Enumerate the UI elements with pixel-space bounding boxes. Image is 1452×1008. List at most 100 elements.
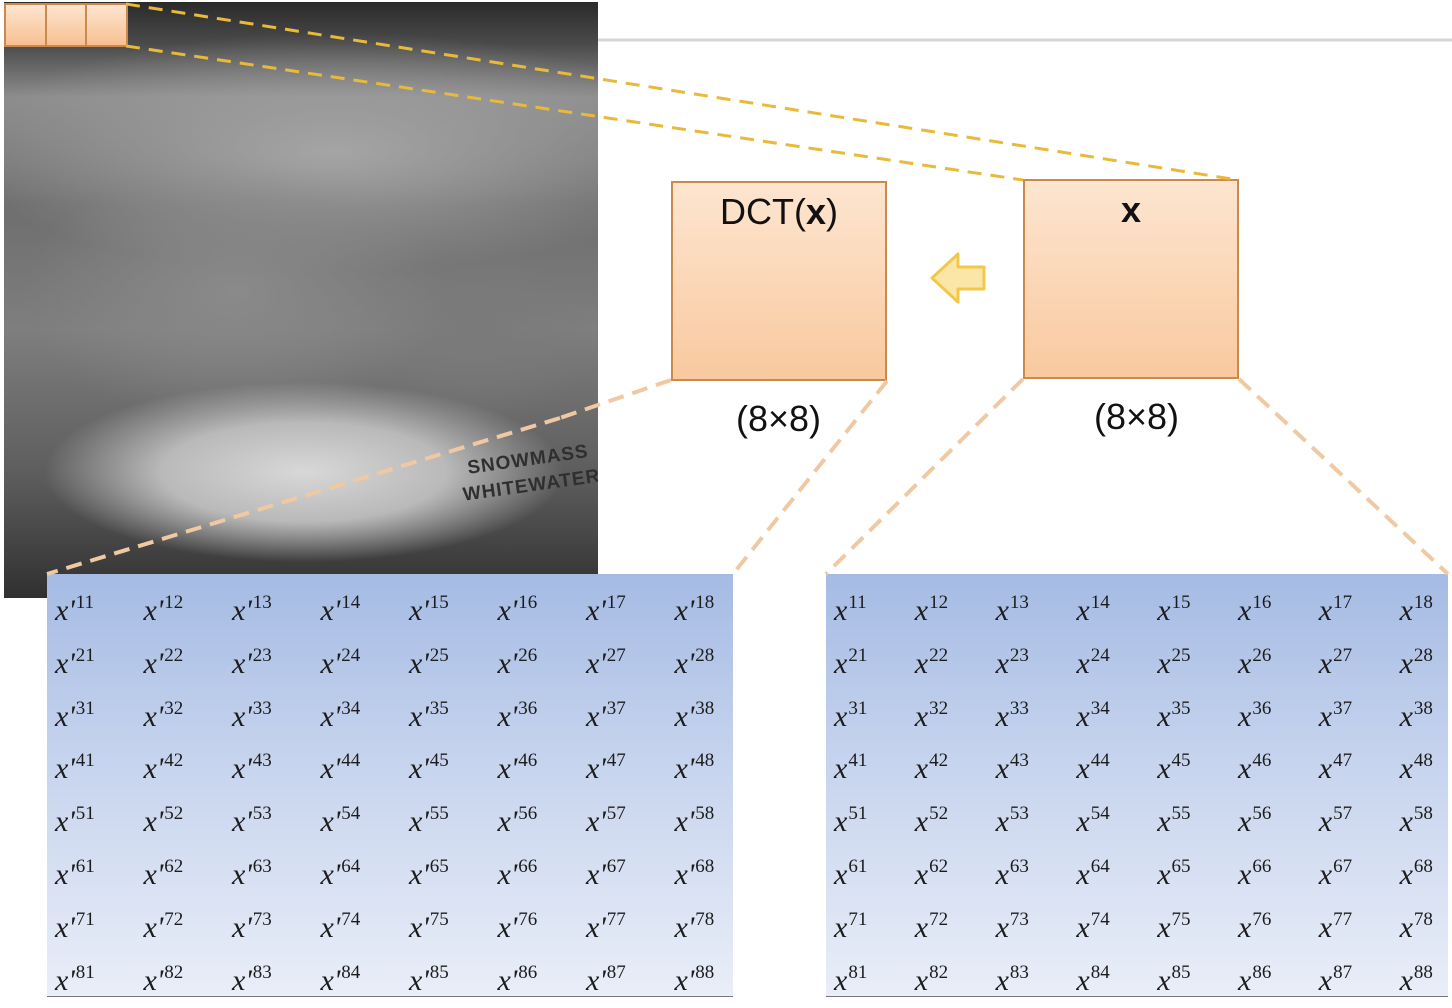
- matrix-left-cell: x'13: [232, 592, 272, 627]
- matrix-right-cell: x45: [1157, 750, 1191, 786]
- matrix-right-cell: x38: [1399, 697, 1433, 733]
- matrix-left-cell: x'86: [497, 961, 538, 997]
- matrix-left-cell: x'28: [674, 644, 715, 680]
- matrix-right-cell: x82: [914, 961, 949, 997]
- matrix-left-cell: x'85: [409, 961, 449, 997]
- matrix-right-cell: x65: [1157, 856, 1191, 891]
- matrix-left-cell: x'48: [674, 750, 715, 786]
- matrix-left-cell: x'15: [409, 592, 449, 627]
- matrix-right-cell: x28: [1399, 644, 1433, 680]
- matrix-right-cell: x63: [995, 856, 1029, 891]
- matrix-left-cell: x'12: [143, 592, 184, 627]
- matrix-left-cell: x'26: [497, 644, 538, 680]
- matrix-left-cell: x'68: [674, 856, 715, 891]
- matrix-left-cell: x'11: [55, 592, 95, 627]
- matrix-right-cell: x85: [1157, 961, 1191, 997]
- dct-block-label: DCT(x): [719, 191, 838, 232]
- matrix-right-cell: x78: [1399, 908, 1433, 944]
- matrix-left-cell: x'33: [232, 697, 272, 733]
- x-size-label: (8×8): [1094, 396, 1180, 437]
- matrix-right-cell: x55: [1157, 803, 1191, 839]
- matrix-right-cell: x18: [1399, 592, 1433, 627]
- matrix-right-cell: x64: [1076, 856, 1110, 891]
- dct-block: DCT(x): [671, 181, 887, 381]
- matrix-right-cell: x56: [1238, 803, 1272, 839]
- matrix-left-cell: x'82: [143, 961, 184, 997]
- matrix-left-cell: x'76: [497, 908, 538, 944]
- matrix-left-cell: x'58: [674, 803, 715, 839]
- matrix-right-cell: x54: [1076, 803, 1110, 839]
- dct-size-label: (8×8): [736, 398, 822, 439]
- matrix-right-cell: x61: [834, 856, 868, 891]
- matrix-right-cell: x24: [1076, 644, 1110, 680]
- matrix-left-cell: x'83: [232, 961, 272, 997]
- matrix-right-cell: x22: [914, 644, 949, 680]
- patch-3: [85, 3, 129, 47]
- matrix-left-cell: x'62: [143, 856, 184, 891]
- matrix-left-cell: x'65: [409, 856, 449, 891]
- matrix-left-cell: x'51: [55, 803, 95, 839]
- matrix-left-cell: x'24: [320, 644, 361, 680]
- matrix-left-cell: x'27: [586, 644, 626, 680]
- matrix-left-cell: x'63: [232, 856, 272, 891]
- matrix-left-cell: x'67: [586, 856, 626, 891]
- matrix-left-cell: x'78: [674, 908, 715, 944]
- matrix-right-cell: x58: [1399, 803, 1433, 839]
- matrix-right-cell: x76: [1238, 908, 1272, 944]
- raft-lettering: SNOWMASS WHITEWATER: [452, 437, 598, 509]
- matrix-right-cell: x36: [1238, 697, 1272, 733]
- matrix-left-cell: x'52: [143, 803, 184, 839]
- matrix-right-cell: x53: [995, 803, 1029, 839]
- matrix-left-cell: x'66: [497, 856, 538, 891]
- matrix-right-cell: x72: [914, 908, 949, 944]
- matrix-left-cell: x'38: [674, 697, 715, 733]
- matrix-right-cell: x77: [1318, 908, 1353, 944]
- matrix-right-cell: x75: [1157, 908, 1191, 944]
- matrix-right-cell: x73: [995, 908, 1029, 944]
- matrix-left-cell: x'54: [320, 803, 361, 839]
- matrix-left-cell: x'36: [497, 697, 538, 733]
- tan-dash-x-left: [824, 377, 1025, 576]
- matrix-right-cell: x25: [1157, 644, 1191, 680]
- matrix-left-cell: x'84: [320, 961, 361, 997]
- matrix-right-cell: x47: [1318, 750, 1353, 786]
- matrix-left-cell: x'31: [55, 697, 95, 733]
- matrix-left-cell: x'53: [232, 803, 272, 839]
- matrix-right-cell: x32: [914, 697, 949, 733]
- matrix-left-cell: x'71: [55, 908, 95, 944]
- matrix-left-cell: x'57: [586, 803, 626, 839]
- matrix-left-cell: x'88: [674, 961, 715, 997]
- matrix-left-cell: x'34: [320, 697, 361, 733]
- matrix-left-cell: x'16: [497, 592, 538, 627]
- matrix-left-cell: x'43: [232, 750, 272, 786]
- matrix-left-cell: x'21: [55, 644, 95, 680]
- matrix-left-cell: x'14: [320, 592, 361, 627]
- matrix-left-cell: x'22: [143, 644, 184, 680]
- matrix-left-cell: x'55: [409, 803, 449, 839]
- matrix-right-cell: x37: [1318, 697, 1353, 733]
- matrix-right-cell: x87: [1318, 961, 1353, 997]
- matrix-left-cell: x'46: [497, 750, 538, 786]
- matrix-left-cell: x'44: [320, 750, 361, 786]
- matrix-right-cell: x84: [1076, 961, 1110, 997]
- matrix-left-cell: x'17: [586, 592, 626, 627]
- matrix-right-cell: x13: [995, 592, 1029, 627]
- matrix-right-cell: x86: [1238, 961, 1272, 997]
- matrix-right-cell: x17: [1318, 592, 1353, 627]
- matrix-right-cell: x43: [995, 750, 1029, 786]
- matrix-right-cell: x34: [1076, 697, 1110, 733]
- matrix-left-cell: x'35: [409, 697, 449, 733]
- matrix-left-cell: x'87: [586, 961, 626, 997]
- matrix-left-cell: x'45: [409, 750, 449, 786]
- matrix-right-cell: x41: [834, 750, 868, 786]
- matrix-right-cell: x15: [1157, 592, 1191, 627]
- matrix-left-cell: x'56: [497, 803, 538, 839]
- matrix-right-cell: x81: [834, 961, 868, 997]
- matrix-right-cell: x31: [834, 697, 868, 733]
- rafting-photo: SNOWMASS WHITEWATER: [4, 2, 598, 598]
- matrix-left-cell: x'32: [143, 697, 184, 733]
- matrix-right-cell: x12: [914, 592, 949, 627]
- matrix-right-cell: x35: [1157, 697, 1191, 733]
- matrix-right-cell: x11: [834, 592, 867, 627]
